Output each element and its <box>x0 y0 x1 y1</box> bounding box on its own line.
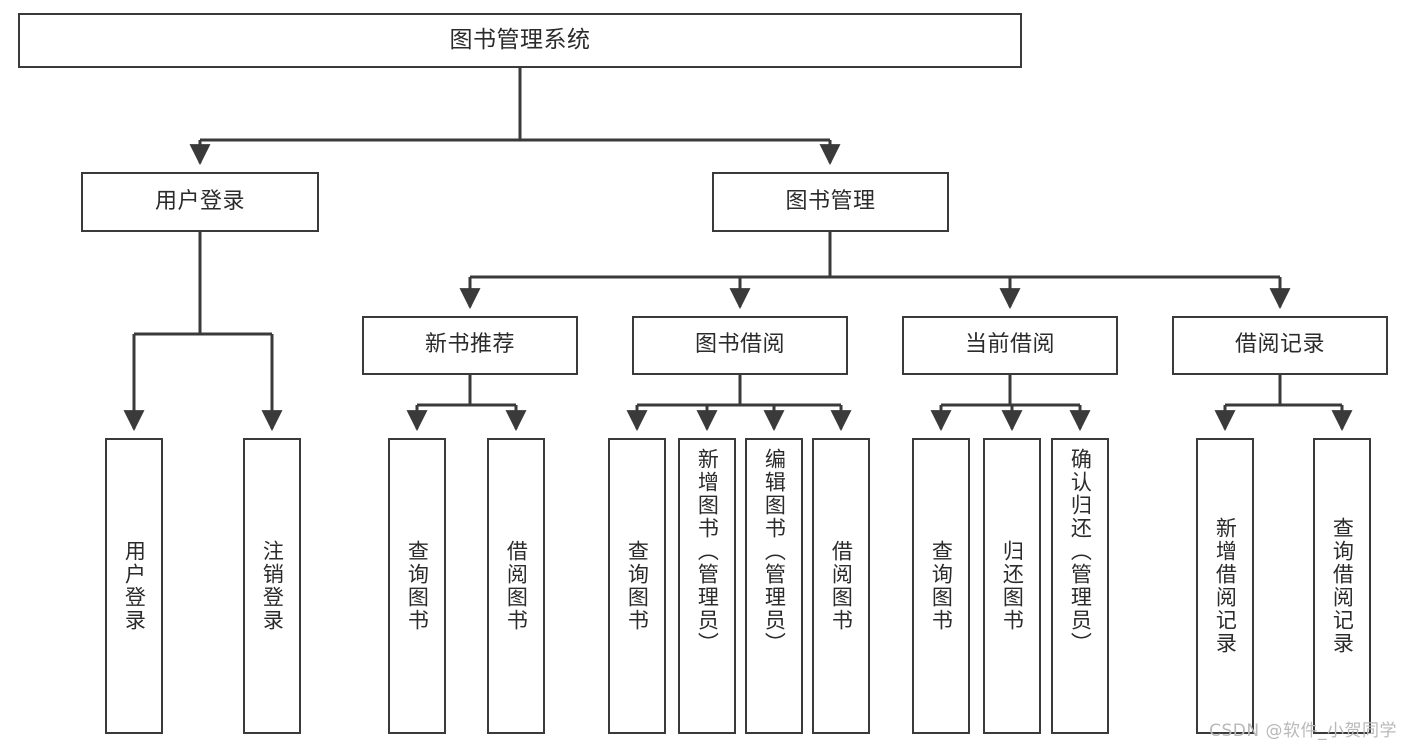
node-leaf-return-book[interactable]: 归还图书 <box>983 438 1041 734</box>
node-borrow-record-label: 借阅记录 <box>1234 332 1325 358</box>
node-leaf-query-book-1-label: 查询图书 <box>405 540 430 632</box>
node-root[interactable]: 图书管理系统 <box>18 13 1022 68</box>
node-book-borrow-label: 图书借阅 <box>694 332 785 358</box>
node-user-login-label: 用户登录 <box>154 188 245 214</box>
node-leaf-borrow-book-2-label: 借阅图书 <box>829 540 854 632</box>
node-user-login[interactable]: 用户登录 <box>81 172 319 232</box>
node-leaf-logout[interactable]: 注销登录 <box>243 438 301 734</box>
node-current-borrow[interactable]: 当前借阅 <box>902 316 1118 375</box>
node-leaf-borrow-book-1[interactable]: 借阅图书 <box>487 438 545 734</box>
node-leaf-confirm-return[interactable]: 确认归还（管理员） <box>1051 438 1109 734</box>
node-leaf-add-record-label: 新增借阅记录 <box>1213 517 1238 655</box>
node-leaf-edit-book-label: 编辑图书（管理员） <box>762 448 787 655</box>
node-leaf-user-login-label: 用户登录 <box>122 540 147 632</box>
node-leaf-add-record[interactable]: 新增借阅记录 <box>1196 438 1254 734</box>
node-leaf-query-book-3[interactable]: 查询图书 <box>912 438 970 734</box>
node-leaf-return-book-label: 归还图书 <box>1000 540 1025 632</box>
node-book-borrow[interactable]: 图书借阅 <box>632 316 848 375</box>
node-leaf-add-book[interactable]: 新增图书（管理员） <box>678 438 736 734</box>
node-leaf-borrow-book-2[interactable]: 借阅图书 <box>812 438 870 734</box>
node-leaf-query-record[interactable]: 查询借阅记录 <box>1313 438 1371 734</box>
node-leaf-query-book-2-label: 查询图书 <box>625 540 650 632</box>
node-root-label: 图书管理系统 <box>449 27 591 54</box>
node-leaf-add-book-label: 新增图书（管理员） <box>695 448 720 655</box>
node-leaf-query-book-2[interactable]: 查询图书 <box>608 438 666 734</box>
node-leaf-logout-label: 注销登录 <box>260 540 285 632</box>
node-leaf-query-book-3-label: 查询图书 <box>929 540 954 632</box>
node-leaf-edit-book[interactable]: 编辑图书（管理员） <box>745 438 803 734</box>
node-borrow-record[interactable]: 借阅记录 <box>1172 316 1388 375</box>
node-book-manage-label: 图书管理 <box>785 188 876 214</box>
node-leaf-user-login[interactable]: 用户登录 <box>105 438 163 734</box>
node-current-borrow-label: 当前借阅 <box>964 332 1055 358</box>
node-new-book-recommend[interactable]: 新书推荐 <box>362 316 578 375</box>
node-new-book-recommend-label: 新书推荐 <box>424 332 515 358</box>
node-leaf-query-record-label: 查询借阅记录 <box>1330 517 1355 655</box>
node-leaf-borrow-book-1-label: 借阅图书 <box>504 540 529 632</box>
node-book-manage[interactable]: 图书管理 <box>712 172 949 232</box>
node-leaf-confirm-return-label: 确认归还（管理员） <box>1068 448 1093 655</box>
csdn-watermark: CSDN @软件_小贺同学 <box>1209 721 1397 741</box>
node-leaf-query-book-1[interactable]: 查询图书 <box>388 438 446 734</box>
